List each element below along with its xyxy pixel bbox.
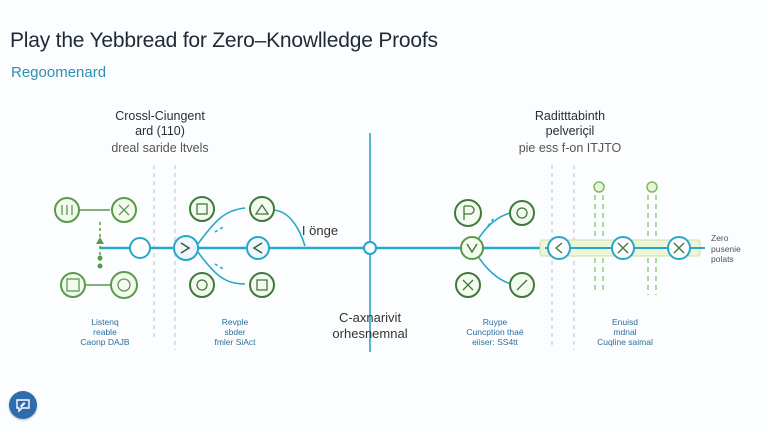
right-heading-3: pie ess f-on ITJTO — [518, 141, 622, 155]
left-foot-a-line2: reable — [93, 326, 117, 337]
verifier-node — [509, 200, 535, 226]
right-foot-a-line3: eiiser: SS4tt — [472, 336, 518, 347]
green-guide-cap — [593, 181, 605, 193]
right-foot-a: Ruype Cuncption thaé eiiser: SS4tt — [455, 317, 535, 347]
left-foot-a-line3: Caonp DAJB — [80, 336, 130, 347]
green-guide-cap — [646, 181, 658, 193]
center-label-bottom-1: C-axnarivit — [338, 310, 402, 325]
prover-node — [173, 235, 199, 261]
prover-node — [249, 196, 275, 222]
prover-node — [189, 196, 215, 222]
left-foot-b-line3: fmler SiAct — [214, 336, 256, 347]
right-foot-b-line2: mdnal — [613, 326, 637, 337]
chat-icon — [16, 399, 30, 413]
right-heading-2: pelveriçil — [545, 124, 595, 138]
zero-note-line3: polats — [711, 254, 734, 265]
center-node — [363, 241, 377, 255]
right-foot-b-line1: Enuisd — [612, 317, 638, 327]
right-foot-a-line2: Cuncption thaé — [466, 326, 524, 337]
verifier-node — [460, 236, 484, 260]
input-node — [110, 271, 138, 299]
left-heading-1: Crossl-Ciungent — [115, 109, 205, 123]
zero-note-line2: pusenie — [711, 243, 741, 254]
left-heading-3: dreal saride ltvels — [111, 141, 209, 155]
left-foot-b: Revple sbder fmler SiAct — [200, 317, 270, 347]
right-foot-b: Enuisd mdnal Cuqline saimal — [585, 317, 665, 347]
page-subtitle: Regoomenard — [11, 64, 107, 81]
chat-fab-button[interactable] — [9, 391, 37, 419]
prover-node — [189, 272, 215, 298]
right-foot-a-line1: Ruype — [482, 317, 508, 327]
center-label-top: I önge — [301, 223, 339, 238]
left-foot-a: Listenq reable Caonp DAJB — [70, 317, 140, 347]
bus-entry-node — [129, 237, 151, 259]
zero-note: Zero pusenie polats — [711, 233, 741, 265]
right-foot-b-line3: Cuqline saimal — [597, 336, 653, 347]
zero-note-line1: Zero — [711, 233, 729, 243]
center-label-bottom-2: orhesnemnal — [332, 326, 408, 341]
left-foot-b-line1: Revple — [221, 317, 249, 327]
prover-node — [246, 236, 270, 260]
page-title: Play the Yebbread for Zero–Knowlledge Pr… — [10, 29, 438, 52]
right-heading-1: Raditttabinth — [534, 109, 606, 123]
left-foot-b-line2: sbder — [224, 326, 246, 337]
left-foot-a-line1: Listenq — [91, 317, 119, 327]
output-node — [547, 236, 571, 260]
left-heading-2: ard (110) — [135, 124, 185, 138]
input-node — [60, 272, 86, 298]
prover-node — [249, 272, 275, 298]
verifier-node — [454, 199, 482, 227]
